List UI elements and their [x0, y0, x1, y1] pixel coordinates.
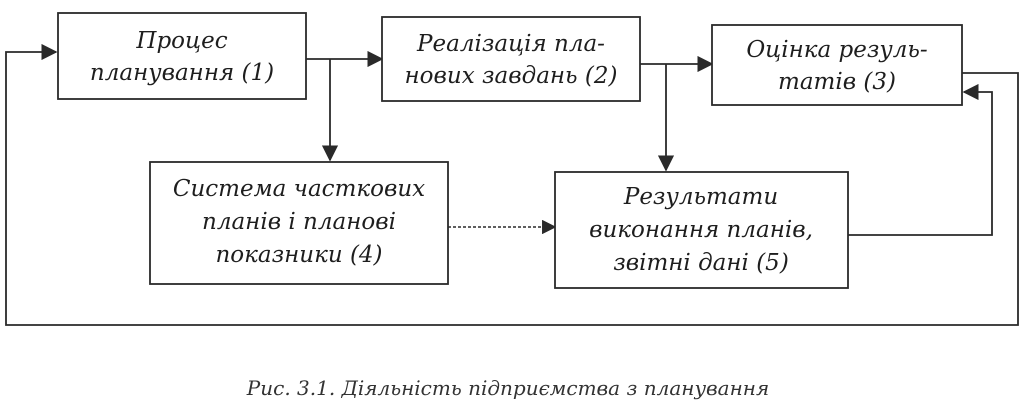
box-results-evaluation-line1: Оцінка резуль-	[746, 37, 927, 63]
box-plan-results-line1: Результати	[623, 184, 778, 210]
box-planning-process: Процес планування (1)	[57, 12, 307, 100]
box-planning-process-line2: планування (1)	[90, 60, 274, 86]
box-partial-plans-system: Система часткових планів і планові показ…	[149, 161, 449, 285]
box-partial-plans-line3: показники (4)	[215, 242, 382, 268]
box-plan-implementation-line1: Реалізація пла-	[416, 31, 605, 57]
box-plan-implementation-line2: нових завдань (2)	[405, 63, 618, 89]
box-partial-plans-line1: Система часткових	[173, 176, 425, 202]
connector-5-to-3	[848, 83, 993, 236]
box-plan-results: Результати виконання планів, звітні дані…	[554, 171, 849, 289]
box-plan-results-line2: виконання планів,	[589, 217, 813, 243]
box-results-evaluation: Оцінка резуль- татів (3)	[711, 24, 963, 106]
figure-caption: Рис. 3.1. Діяльність підприємства з план…	[246, 376, 769, 400]
box-plan-implementation: Реалізація пла- нових завдань (2)	[381, 16, 641, 102]
box-partial-plans-line2: планів і планові	[202, 209, 396, 235]
feedback-loop-line	[5, 43, 1019, 326]
box-plan-results-line3: звітні дані (5)	[613, 250, 789, 276]
box-planning-process-line1: Процес	[135, 28, 227, 54]
box-results-evaluation-line2: татів (3)	[778, 69, 896, 95]
